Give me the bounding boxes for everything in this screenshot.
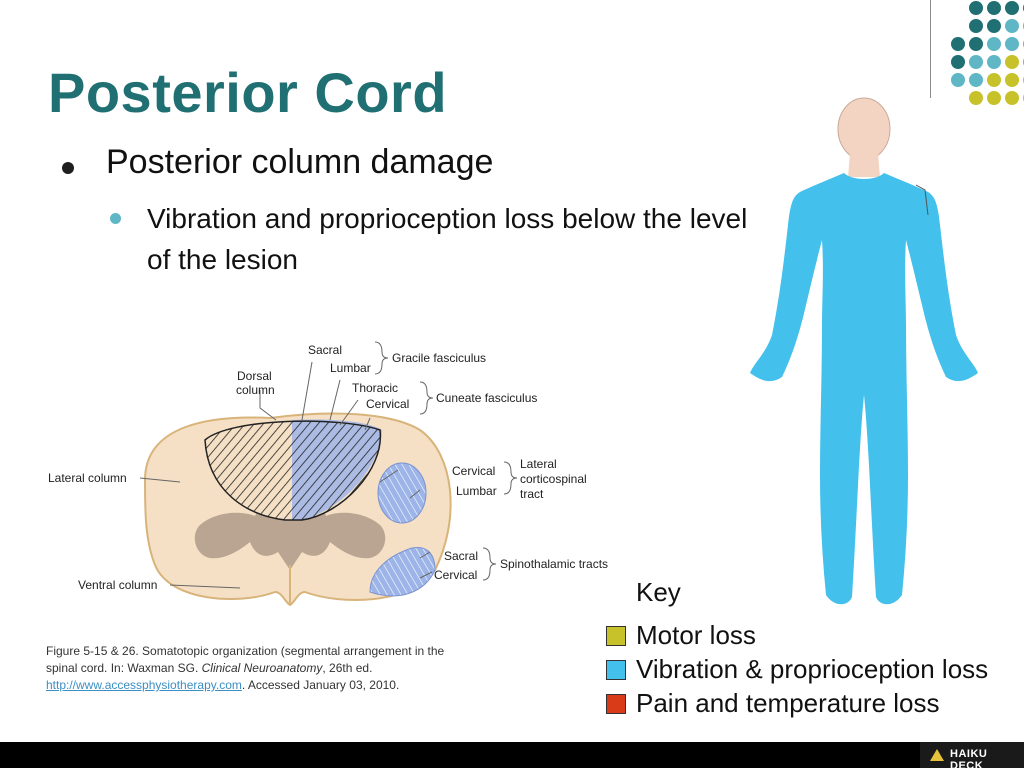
decorative-dot <box>951 73 965 87</box>
decorative-vertical-line <box>930 0 931 98</box>
label-column: column <box>236 383 275 397</box>
haiku-deck-badge[interactable]: HAIKU DECK <box>920 742 1024 772</box>
decorative-dot <box>969 55 983 69</box>
brand-name: HAIKU DECK <box>950 748 988 772</box>
dorsal-hatch <box>204 420 381 521</box>
decorative-dot <box>987 1 1001 15</box>
caption-accessed-date: . Accessed January 03, 2010. <box>241 678 400 692</box>
caption-line-2-prefix: spinal cord. In: Waxman SG. <box>46 661 202 675</box>
label-ventral-column: Ventral column <box>78 578 157 592</box>
key-item-label: Motor loss <box>636 620 756 650</box>
slide: Posterior Cord Posterior column damage V… <box>46 0 1024 718</box>
decorative-dot <box>1005 19 1019 33</box>
label-dorsal: Dorsal <box>237 369 272 383</box>
label-cervical-top: Cervical <box>366 397 409 411</box>
label-sacral-top: Sacral <box>308 343 342 357</box>
label-lumbar-mid: Lumbar <box>456 484 497 498</box>
decorative-dot <box>1005 37 1019 51</box>
gray-matter <box>194 493 386 570</box>
bullet-dot-icon <box>110 213 121 224</box>
label-tract: tract <box>520 487 544 501</box>
decorative-dot <box>987 55 1001 69</box>
key-swatch-red <box>606 694 626 714</box>
footer-bar <box>0 742 1024 768</box>
key-title: Key <box>636 577 681 607</box>
label-lateral-column: Lateral column <box>48 471 127 485</box>
decorative-dot <box>987 73 1001 87</box>
decorative-dot <box>951 55 965 69</box>
spinothalamic-tract <box>369 546 436 597</box>
caption-link[interactable]: http://www.accessphysiotherapy.com <box>46 678 242 692</box>
label-spinothalamic-tracts: Spinothalamic tracts <box>500 557 608 571</box>
figure-neck <box>848 153 880 177</box>
decorative-dot <box>969 37 983 51</box>
key-item-label: Pain and temperature loss <box>636 688 940 718</box>
spinal-cord-diagram: Sacral Lumbar Gracile fasciculus Dorsal … <box>48 341 608 607</box>
bullet-dot-icon <box>62 162 74 174</box>
label-sacral-bottom: Sacral <box>444 549 478 563</box>
decorative-dot <box>969 73 983 87</box>
label-cervical-mid: Cervical <box>452 464 495 478</box>
slide-title: Posterior Cord <box>48 61 448 124</box>
decorative-dot <box>969 1 983 15</box>
decorative-dot <box>1005 91 1019 105</box>
bullet-level-1-text: Posterior column damage <box>106 143 494 181</box>
caption-line-1: Figure 5-15 & 26. Somatotopic organizati… <box>46 644 445 658</box>
caption-line-3: http://www.accessphysiotherapy.com. Acce… <box>46 677 586 694</box>
decorative-dot <box>987 37 1001 51</box>
caption-book-title: Clinical Neuroanatomy <box>201 661 323 675</box>
label-cervical-bottom: Cervical <box>434 568 477 582</box>
caption-line-2: spinal cord. In: Waxman SG. Clinical Neu… <box>46 660 586 677</box>
figure-caption: Figure 5-15 & 26. Somatotopic organizati… <box>46 643 586 694</box>
bullet-level-2-text: Vibration and proprioception loss below … <box>147 203 748 275</box>
figure-body <box>750 173 978 605</box>
decorative-dot <box>1005 55 1019 69</box>
label-corticospinal: corticospinal <box>520 472 587 486</box>
key-swatch-blue <box>606 660 626 680</box>
lateral-corticospinal-tract <box>377 462 427 524</box>
key-item-label: Vibration & proprioception loss <box>636 654 989 684</box>
decorative-dot <box>987 19 1001 33</box>
caption-line-2-suffix: , 26th ed. <box>322 661 373 675</box>
decorative-dot <box>1005 73 1019 87</box>
figure-head <box>837 97 891 161</box>
haiku-deck-logo-icon <box>930 749 944 761</box>
label-lateral: Lateral <box>520 457 557 471</box>
label-gracile-fasciculus: Gracile fasciculus <box>392 351 486 365</box>
key-swatch-olive <box>606 626 626 646</box>
body-figure-illustration <box>750 97 978 605</box>
label-thoracic: Thoracic <box>352 381 398 395</box>
decorative-dot <box>969 19 983 33</box>
decorative-dot <box>1005 1 1019 15</box>
decorative-dot <box>951 37 965 51</box>
label-cuneate-fasciculus: Cuneate fasciculus <box>436 391 537 405</box>
label-lumbar-top: Lumbar <box>330 361 371 375</box>
